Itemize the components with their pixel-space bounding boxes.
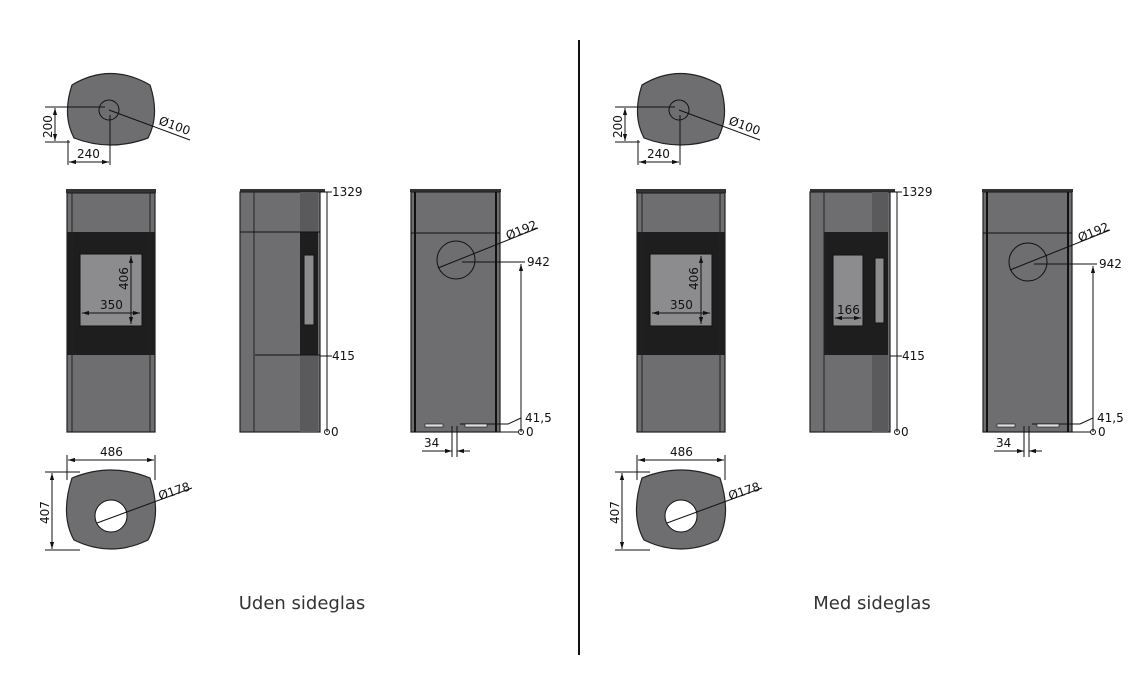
- caption: Uden sideglas: [239, 593, 366, 614]
- flue-circle: [668, 99, 690, 121]
- outlet-circle: [436, 240, 476, 280]
- glass-width-label: 350: [670, 298, 693, 312]
- glass-height-label: 406: [687, 267, 701, 290]
- height-door-bottom-label: 415: [332, 349, 355, 363]
- depth-offset-label: 200: [611, 115, 625, 138]
- depth-offset-label: 200: [41, 115, 55, 138]
- top-view: Ø100 200 240: [611, 72, 762, 165]
- outlet-diameter-label: Ø192: [504, 218, 539, 243]
- width-label: 486: [670, 445, 693, 459]
- glass-height-label: 406: [117, 267, 131, 290]
- panel-without-side-glass: Ø100 200 240 406 350: [38, 72, 552, 614]
- inlet-height-label: 41,5: [525, 411, 552, 425]
- height-zero-label: 0: [331, 425, 339, 439]
- width-offset-label: 240: [77, 147, 100, 161]
- width-label: 486: [100, 445, 123, 459]
- width-offset-label: 240: [647, 147, 670, 161]
- caption: Med sideglas: [813, 593, 930, 614]
- glass-width-label: 350: [100, 298, 123, 312]
- back-view: Ø192 942 41,5 0 34: [410, 189, 552, 457]
- side-glass-width-label: 166: [837, 303, 860, 317]
- side-view: 1329 415 0: [239, 185, 363, 439]
- outlet-diameter-label: Ø192: [1076, 220, 1111, 245]
- height-door-bottom-label: 415: [902, 349, 925, 363]
- bottom-view: 486 Ø178 407: [608, 445, 763, 551]
- top-view: Ø100 200 240: [41, 72, 192, 165]
- hole-diameter-label: Ø178: [727, 480, 762, 503]
- flue-circle: [98, 99, 120, 121]
- bottom-view: 486 Ø178 407: [38, 445, 193, 551]
- outlet-height-label: 942: [527, 255, 550, 269]
- height-zero-label: 0: [526, 425, 534, 439]
- height-zero-label: 0: [1098, 425, 1106, 439]
- hole-diameter-label: Ø178: [157, 480, 192, 503]
- back-view: Ø192 942 41,5 0 34: [982, 189, 1124, 457]
- inlet-offset-label: 34: [424, 436, 439, 450]
- inlet-offset-label: 34: [996, 436, 1011, 450]
- front-view: 406 350: [66, 189, 156, 433]
- depth-label: 407: [38, 501, 52, 524]
- inlet-height-label: 41,5: [1097, 411, 1124, 425]
- side-view: 166 1329 415 0: [809, 185, 933, 439]
- front-view: 406 350: [636, 189, 726, 433]
- panel-with-side-glass: Ø100 200 240 406 350: [608, 72, 1124, 614]
- height-total-label: 1329: [902, 185, 933, 199]
- depth-label: 407: [608, 501, 622, 524]
- height-total-label: 1329: [332, 185, 363, 199]
- outlet-circle: [1008, 242, 1048, 282]
- outlet-height-label: 942: [1099, 257, 1122, 271]
- height-zero-label: 0: [901, 425, 909, 439]
